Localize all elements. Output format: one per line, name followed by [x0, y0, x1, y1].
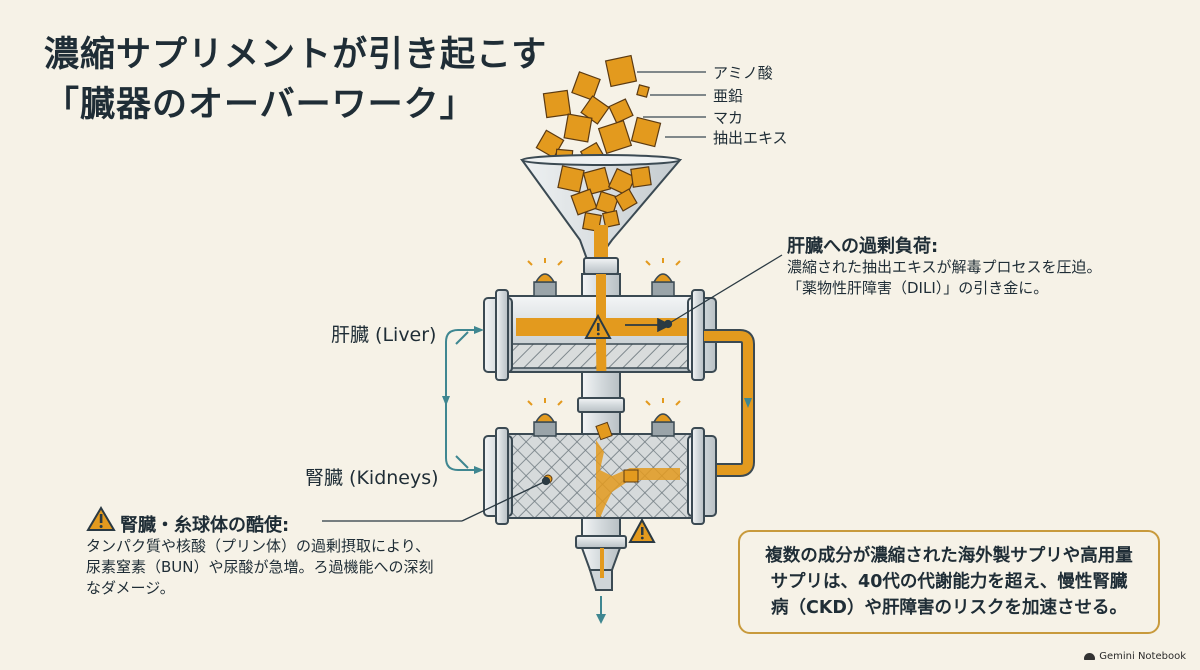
- ingredient-label-maca: マカ: [713, 109, 744, 127]
- summary-line-3: 病（CKD）や肝障害のリスクを加速させる。: [771, 598, 1127, 618]
- liver-alarm-lamp-right: [645, 258, 681, 297]
- ingredient-leaders: [637, 71, 706, 138]
- liver-callout-line-2: 「薬物性肝障害（DILI）」の引き金に。: [787, 279, 1049, 297]
- liver-alarm-lamp-left: [527, 258, 563, 297]
- ingredient-label-zinc: 亜鉛: [713, 87, 744, 105]
- liver-callout-title: 肝臓への過剰負荷:: [787, 236, 939, 257]
- liver-unit: [483, 258, 717, 401]
- kidney-callout-line-2: 尿素窒素（BUN）や尿酸が急増。ろ過機能への深刻: [86, 558, 434, 576]
- kidney-unit: [483, 398, 717, 591]
- supplement-cubes: [535, 54, 662, 169]
- kidney-callout-text: タンパク質や核酸（プリン体）の過剰摂取により、 尿素窒素（BUN）や尿酸が急増。…: [86, 536, 434, 599]
- kidney-callout-line-1: タンパク質や核酸（プリン体）の過剰摂取により、: [86, 537, 431, 555]
- liver-callout-text: 濃縮された抽出エキスが解毒プロセスを圧迫。 「薬物性肝障害（DILI）」の引き金…: [787, 257, 1102, 299]
- ingredient-label-extract: 抽出エキス: [713, 129, 788, 147]
- kidneys-label: 腎臓 (Kidneys): [305, 467, 439, 489]
- kidney-callout-line-3: なダメージ。: [86, 579, 175, 597]
- kidney-warning-icon: [86, 506, 116, 531]
- kidney-alarm-lamp-right: [645, 398, 681, 437]
- title-line-2: 「臓器のオーバーワーク」: [44, 85, 476, 125]
- summary-line-1: 複数の成分が濃縮された海外製サプリや高用量: [765, 546, 1133, 566]
- page-title: 濃縮サプリメントが引き起こす 「臓器のオーバーワーク」: [44, 30, 547, 130]
- liver-callout-leader: [667, 254, 783, 325]
- ingredient-label-amino: アミノ酸: [713, 64, 773, 82]
- liver-label: 肝臓 (Liver): [331, 324, 437, 346]
- title-line-1: 濃縮サプリメントが引き起こす: [44, 35, 548, 75]
- summary-box: 複数の成分が濃縮された海外製サプリや高用量 サプリは、40代の代謝能力を超え、慢…: [738, 530, 1160, 634]
- outlet-warning-icon: [628, 517, 656, 543]
- summary-line-2: サプリは、40代の代謝能力を超え、慢性腎臓: [770, 572, 1128, 592]
- notebook-logo-icon: [1084, 653, 1096, 660]
- kidney-callout-title: 腎臓・糸球体の酷使:: [120, 515, 290, 536]
- liver-warning-icon: [584, 313, 612, 339]
- liver-callout-line-1: 濃縮された抽出エキスが解毒プロセスを圧迫。: [787, 258, 1102, 276]
- recirculation-loop: [445, 329, 478, 471]
- gemini-notebook-badge: Gemini Notebook: [1084, 651, 1186, 662]
- kidney-alarm-lamp-left: [527, 398, 563, 437]
- badge-label: Gemini Notebook: [1099, 651, 1186, 662]
